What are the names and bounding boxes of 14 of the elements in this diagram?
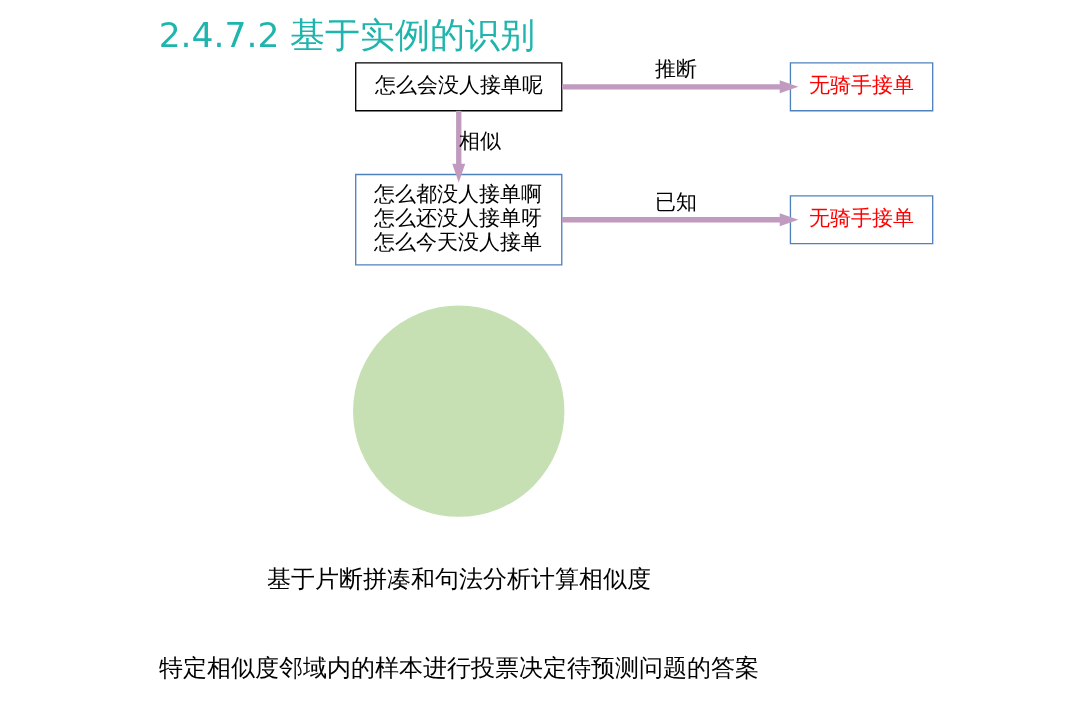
label: 基于片断拼凑和句法分析计算相似度 — [266, 565, 651, 594]
diagram-title: 2.4.7.2 基于实例的识别 — [158, 14, 535, 55]
arrow — [451, 110, 465, 183]
node-box: 怎么都没人接单啊 怎么还没人接单呀 怎么今天没人接单 — [354, 173, 562, 266]
arrow — [561, 213, 798, 227]
label: 特定相似度邻域内的样本进行投票决定待预测问题的答案 — [158, 654, 759, 683]
node-box: 无骑手接单 — [789, 62, 933, 112]
node-box: 无骑手接单 — [789, 195, 933, 245]
edge-label: 相似 — [458, 127, 501, 153]
node-box: 怎么会没人接单呢 — [354, 62, 562, 112]
node-circle — [352, 305, 564, 517]
edge-label: 已知 — [654, 188, 697, 214]
edge-label: 推断 — [654, 55, 697, 81]
arrow — [561, 80, 798, 94]
